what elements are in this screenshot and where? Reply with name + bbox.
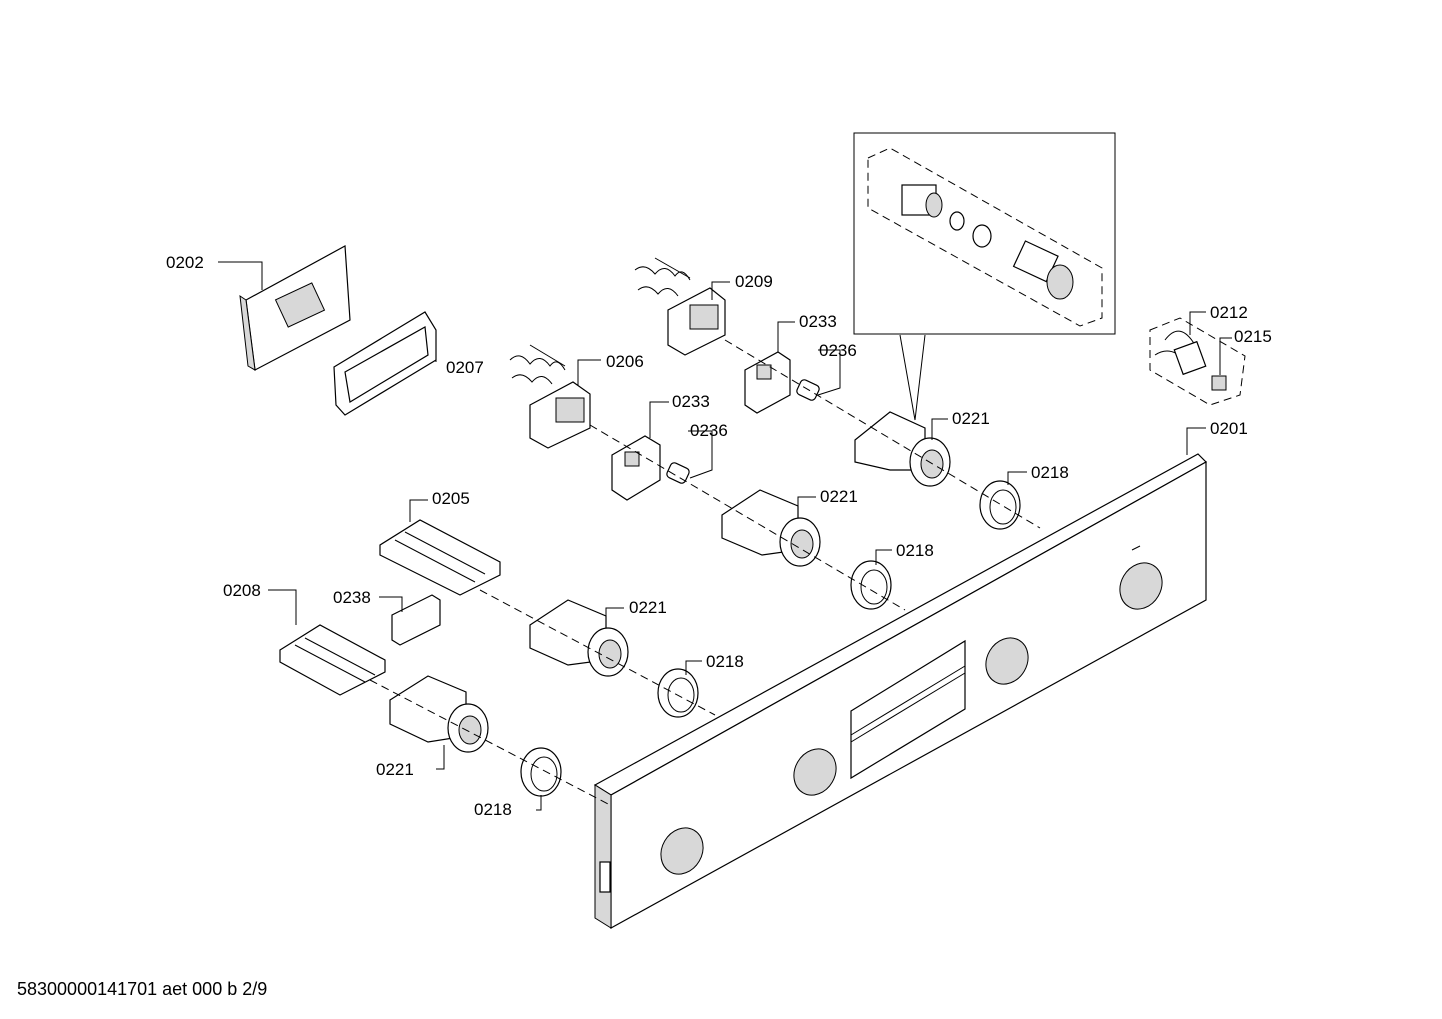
label-0221-4: 0221 <box>376 760 414 779</box>
switch-knob-1 <box>854 411 951 487</box>
bracket-upper <box>744 351 791 414</box>
label-0209: 0209 <box>735 272 773 291</box>
label-0233-lower: 0233 <box>672 392 710 411</box>
switch-knob-4 <box>389 675 489 753</box>
knob-ring-1 <box>979 480 1021 530</box>
control-panel-fascia <box>593 453 1207 930</box>
label-0218-4: 0218 <box>474 800 512 819</box>
detail-inset-box <box>853 132 1116 421</box>
selector-switch-upper <box>379 519 501 596</box>
bracket-lower <box>611 435 661 501</box>
label-0236-lower: 0236 <box>690 421 728 440</box>
label-0221-2: 0221 <box>820 487 858 506</box>
label-0218-1: 0218 <box>1031 463 1069 482</box>
part-labels: 0202 0207 0206 0209 0233 0236 0233 0236 … <box>166 253 1272 819</box>
label-0218-2: 0218 <box>896 541 934 560</box>
label-0238: 0238 <box>333 588 371 607</box>
thermostat-upper <box>634 257 726 356</box>
sensor-kit-inset <box>1149 317 1246 406</box>
thermostat-lower <box>509 344 591 449</box>
label-0202: 0202 <box>166 253 204 272</box>
electronic-module <box>239 245 351 371</box>
label-0205: 0205 <box>432 489 470 508</box>
label-0218-3: 0218 <box>706 652 744 671</box>
label-0206: 0206 <box>606 352 644 371</box>
drawing-code: 58300000141701 aet 000 b 2/9 <box>17 979 268 999</box>
display-frame <box>333 311 437 416</box>
label-0221-3: 0221 <box>629 598 667 617</box>
label-0236-upper: 0236 <box>819 341 857 360</box>
knob-ring-4 <box>520 747 562 797</box>
switch-knob-2 <box>721 489 821 567</box>
spring-clip <box>391 594 441 646</box>
assembly-axes <box>369 339 1041 806</box>
label-0233-upper: 0233 <box>799 312 837 331</box>
selector-switch-lower <box>279 624 386 696</box>
label-0207: 0207 <box>446 358 484 377</box>
knob-ring-3 <box>657 668 699 718</box>
label-0221-1: 0221 <box>952 409 990 428</box>
leader-lines <box>218 261 1232 811</box>
label-0215: 0215 <box>1234 327 1272 346</box>
label-0208: 0208 <box>223 581 261 600</box>
label-0212: 0212 <box>1210 303 1248 322</box>
knob-ring-2 <box>850 560 892 610</box>
lamp-lower <box>666 462 690 484</box>
switch-knob-3 <box>529 599 629 677</box>
label-0201: 0201 <box>1210 419 1248 438</box>
